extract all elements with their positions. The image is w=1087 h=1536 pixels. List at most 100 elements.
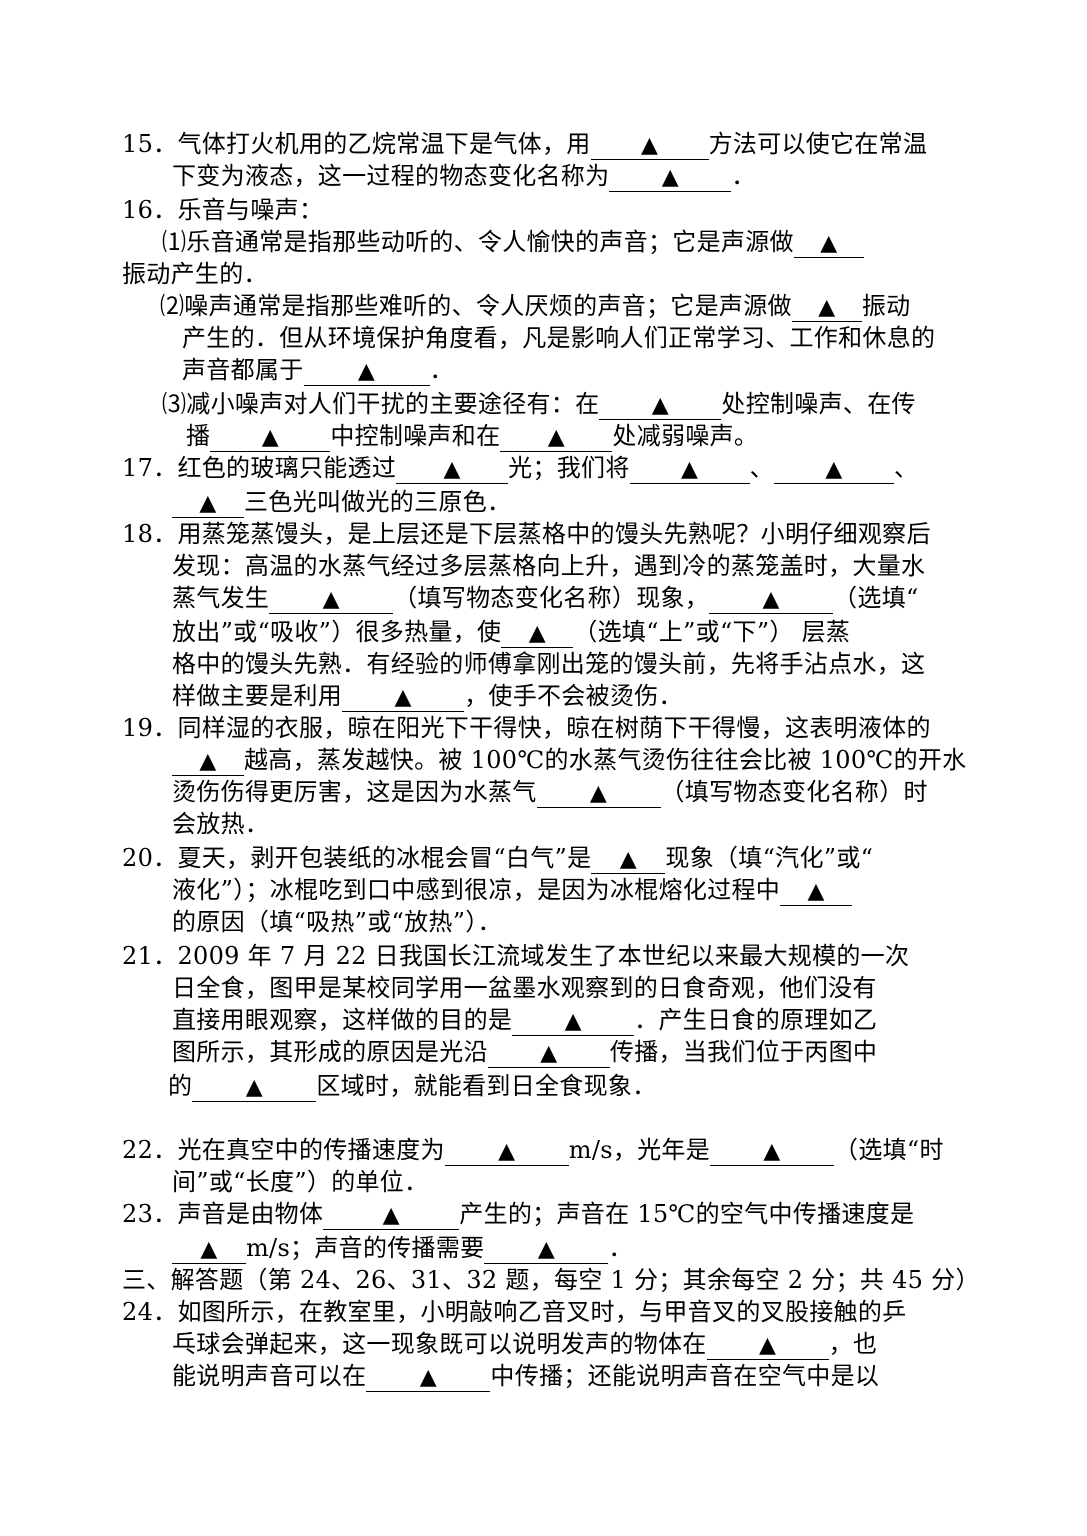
triangle-icon: ▲ [820,231,838,256]
text: （填写物态变化名称）时 [660,778,928,806]
text: 的 [168,1072,193,1100]
triangle-icon: ▲ [763,1139,781,1164]
text: 夏天，剥开包装纸的冰棍会冒“白气”是 [177,844,592,872]
text: 振动 [861,292,911,320]
text: ．产生日食的原理如乙 [634,1006,878,1034]
q18-line1: 18．用蒸笼蒸馒头，是上层还是下层蒸格中的馒头先熟呢？小明仔细观察后 [122,518,931,550]
text: 如图所示，在教室里，小明敲响乙音叉时，与甲音叉的叉股接触的乒 [177,1298,907,1326]
triangle-icon: ▲ [498,1139,516,1164]
text: 现象（填“汽化”或“ [665,844,874,872]
text: 方法可以使它在常温 [708,130,928,158]
triangle-icon: ▲ [200,1237,218,1262]
question-number: 17． [122,454,178,482]
triangle-icon: ▲ [547,425,566,450]
q19-line3: 烫伤伤得更厉害，这是因为水蒸气▲（填写物态变化名称）时 [172,776,928,808]
triangle-icon: ▲ [245,1075,263,1100]
answer-blank: ▲ [192,1071,317,1102]
question-number: 15． [122,130,178,158]
text: 气体打火机用的乙烷常温下是气体，用 [177,130,591,158]
q20-line2: 液化”）；冰棍吃到口中感到很凉，是因为冰棍熔化过程中▲ [172,874,853,906]
section-heading: 三、解答题（第 24、26、31、32 题，每空 1 分；其余每空 2 分；共 … [122,1264,980,1296]
triangle-icon: ▲ [818,295,836,320]
q18-line4: 放出”或“吸收”）很多热量，使▲（选填“上”或“下”） 层蒸 [172,616,850,648]
triangle-icon: ▲ [640,133,659,158]
text: ． [731,162,756,190]
text: 2009 年 7 月 22 日我国长江流域发生了本世纪以来最大规模的一次 [177,942,910,970]
answer-blank: ▲ [591,843,666,874]
q17-line2: ▲三色光叫做光的三原色． [172,486,511,518]
text: 传播，当我们位于丙图中 [609,1038,878,1066]
triangle-icon: ▲ [537,1237,556,1262]
triangle-icon: ▲ [394,685,412,710]
triangle-icon: ▲ [261,425,279,450]
q19-line1: 19．同样湿的衣服，晾在阳光下干得快，晾在树荫下干得慢，这表明液体的 [122,712,931,744]
q16-title: 16．乐音与噪声： [122,194,323,226]
answer-blank: ▲ [512,1005,635,1036]
text: 区域时，就能看到日全食现象． [316,1072,657,1100]
q15-line2: 下变为液态，这一过程的物态变化名称为▲． [172,160,756,192]
q21-line4: 图所示，其形成的原因是光沿▲传播，当我们位于丙图中 [172,1036,877,1068]
answer-blank: ▲ [484,1233,609,1264]
answer-blank: ▲ [791,291,862,322]
text: 直接用眼观察，这样做的目的是 [172,1006,513,1034]
q20-line1: 20．夏天，剥开包装纸的冰棍会冒“白气”是▲现象（填“汽化”或“ [122,842,873,874]
text: 三、解答题（第 24、26、31、32 题，每空 1 分；其余每空 2 分；共 … [122,1266,980,1294]
triangle-icon: ▲ [651,393,670,418]
text: m/s；声音的传播需要 [246,1234,485,1262]
text: （选填“上”或“下”） 层蒸 [573,618,851,646]
text: 用蒸笼蒸馒头，是上层还是下层蒸格中的馒头先熟呢？小明仔细观察后 [177,520,931,548]
text: ． [429,356,454,384]
q19-line4: 会放热． [172,808,269,840]
answer-blank: ▲ [444,1135,569,1166]
answer-blank: ▲ [501,617,574,648]
question-number: 23． [122,1200,178,1228]
text: 格中的馒头先熟．有经验的师傅拿刚出笼的馒头前，先将手沾点水，这 [172,650,926,678]
answer-blank: ▲ [269,583,394,614]
text: 红色的玻璃只能透过 [177,454,397,482]
text: 播 [186,422,211,450]
text: 烫伤伤得更厉害，这是因为水蒸气 [172,778,537,806]
q18-line6: 样做主要是利用▲，使手不会被烫伤． [172,680,683,712]
text: 乐音与噪声： [177,196,324,224]
text: 中传播；还能说明声音在空气中是以 [490,1362,880,1390]
triangle-icon: ▲ [357,359,376,384]
answer-blank: ▲ [396,453,509,484]
triangle-icon: ▲ [619,847,638,872]
q18-line2: 发现：高温的水蒸气经过多层蒸格向上升，遇到冷的蒸笼盖时，大量水 [172,550,925,582]
q22-line2: 间”或“长度”）的单位． [172,1166,428,1198]
question-number: 16． [122,196,178,224]
triangle-icon: ▲ [681,457,699,482]
text: 处控制噪声、在传 [721,390,916,418]
answer-blank: ▲ [609,161,732,192]
answer-blank: ▲ [172,1233,246,1264]
q21-line5: 的 ▲ 区域时，就能看到日全食现象． [168,1070,657,1102]
answer-blank: ▲ [366,1361,491,1392]
answer-blank: ▲ [590,129,709,160]
question-number: 18． [122,520,178,548]
text: 产生的；声音在 15℃的空气中传播速度是 [459,1200,915,1228]
q16-p1-line1: ⑴乐音通常是指那些动听的、令人愉快的声音；它是声源做▲ [162,226,864,258]
answer-blank: ▲ [500,421,613,452]
q24-line1: 24．如图所示，在教室里，小明敲响乙音叉时，与甲音叉的叉股接触的乒 [122,1296,906,1328]
text: ⑶减小噪声对人们干扰的主要途径有：在 [162,390,600,418]
question-number: 22． [122,1136,178,1164]
q19-line2: ▲越高，蒸发越快。被 100℃的水蒸气烫伤往往会比被 100℃的开水 [172,744,966,776]
answer-blank: ▲ [706,1329,829,1360]
text: m/s，光年是 [568,1136,711,1164]
triangle-icon: ▲ [825,457,843,482]
text: 越高，蒸发越快。被 100℃的水蒸气烫伤往往会比被 100℃的开水 [244,746,967,774]
q24-line2: 乓球会弹起来，这一现象既可以说明发声的物体在▲，也 [172,1328,877,1360]
q16-p3-line1: ⑶减小噪声对人们干扰的主要途径有：在 ▲ 处控制噪声、在传 [162,388,916,420]
triangle-icon: ▲ [382,1203,400,1228]
text: 的原因（填“吸热”或“放热”）． [172,908,502,936]
answer-blank: ▲ [709,583,834,614]
q21-line2: 日全食，图甲是某校同学用一盆墨水观察到的日食奇观，他们没有 [172,972,877,1004]
answer-blank: ▲ [487,1037,610,1068]
text: ，使手不会被烫伤． [464,682,683,710]
question-number: 24． [122,1298,178,1326]
answer-blank: ▲ [536,777,661,808]
q16-p1-line2: 振动产生的． [122,258,268,290]
q23-line2: ▲m/s；声音的传播需要▲． [172,1232,633,1264]
q15-line1: 15．气体打火机用的乙烷常温下是气体，用 ▲ 方法可以使它在常温 [122,128,927,160]
question-number: 19． [122,714,178,742]
